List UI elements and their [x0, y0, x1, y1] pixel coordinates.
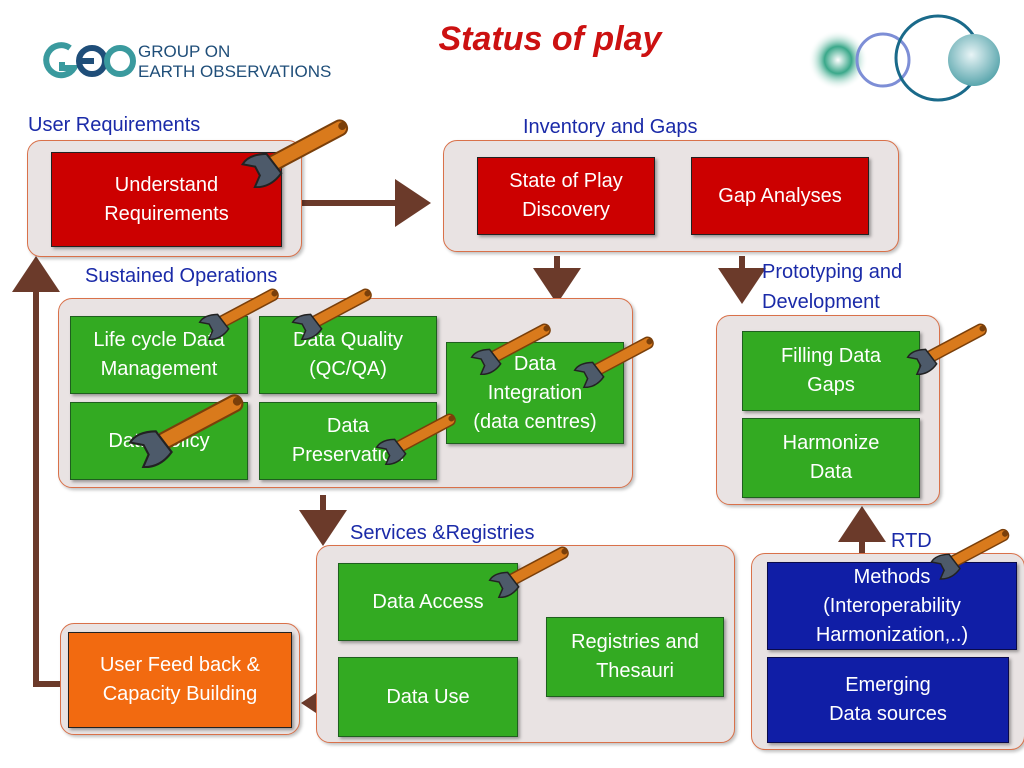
geo-logo: [43, 42, 136, 79]
box-data-integration: Data Integration (data centres): [446, 342, 624, 444]
org-line2: EARTH OBSERVATIONS: [138, 62, 332, 81]
box-data-access: Data Access: [338, 563, 518, 641]
box-user-feedback: User Feed back & Capacity Building: [68, 632, 292, 728]
box-understand-requirements: Understand Requirements: [51, 152, 282, 247]
org-name: GROUP ON EARTH OBSERVATIONS: [138, 42, 331, 82]
box-harmonize: Harmonize Data: [742, 418, 920, 498]
box-data-quality: Data Quality (QC/QA): [259, 316, 437, 394]
box-data-policy: Data Policy: [70, 402, 248, 480]
page-title: Status of play: [438, 20, 662, 58]
arrow-feedback-to-requirements: [11, 256, 62, 687]
box-state-of-play: State of Play Discovery: [477, 157, 655, 235]
box-lifecycle: Life cycle Data Management: [70, 316, 248, 394]
box-registries: Registries and Thesauri: [546, 617, 724, 697]
label-sustained: Sustained Operations: [85, 265, 278, 287]
label-services: Services &Registries: [350, 522, 535, 544]
box-data-preservation: Data Preservation: [259, 402, 437, 480]
box-emerging-sources: Emerging Data sources: [767, 657, 1009, 743]
box-methods: Methods (Interoperability Harmonization,…: [767, 562, 1017, 650]
box-gap-analyses: Gap Analyses: [691, 157, 869, 235]
box-filling-gaps: Filling Data Gaps: [742, 331, 920, 411]
label-inventory: Inventory and Gaps: [523, 116, 698, 138]
label-prototyping: Prototyping and Development: [762, 261, 903, 313]
label-rtd: RTD: [891, 530, 932, 552]
org-line1: GROUP ON: [138, 42, 231, 61]
circles-logo: [808, 14, 1000, 102]
box-data-use: Data Use: [338, 657, 518, 737]
label-user-requirements: User Requirements: [28, 114, 201, 136]
